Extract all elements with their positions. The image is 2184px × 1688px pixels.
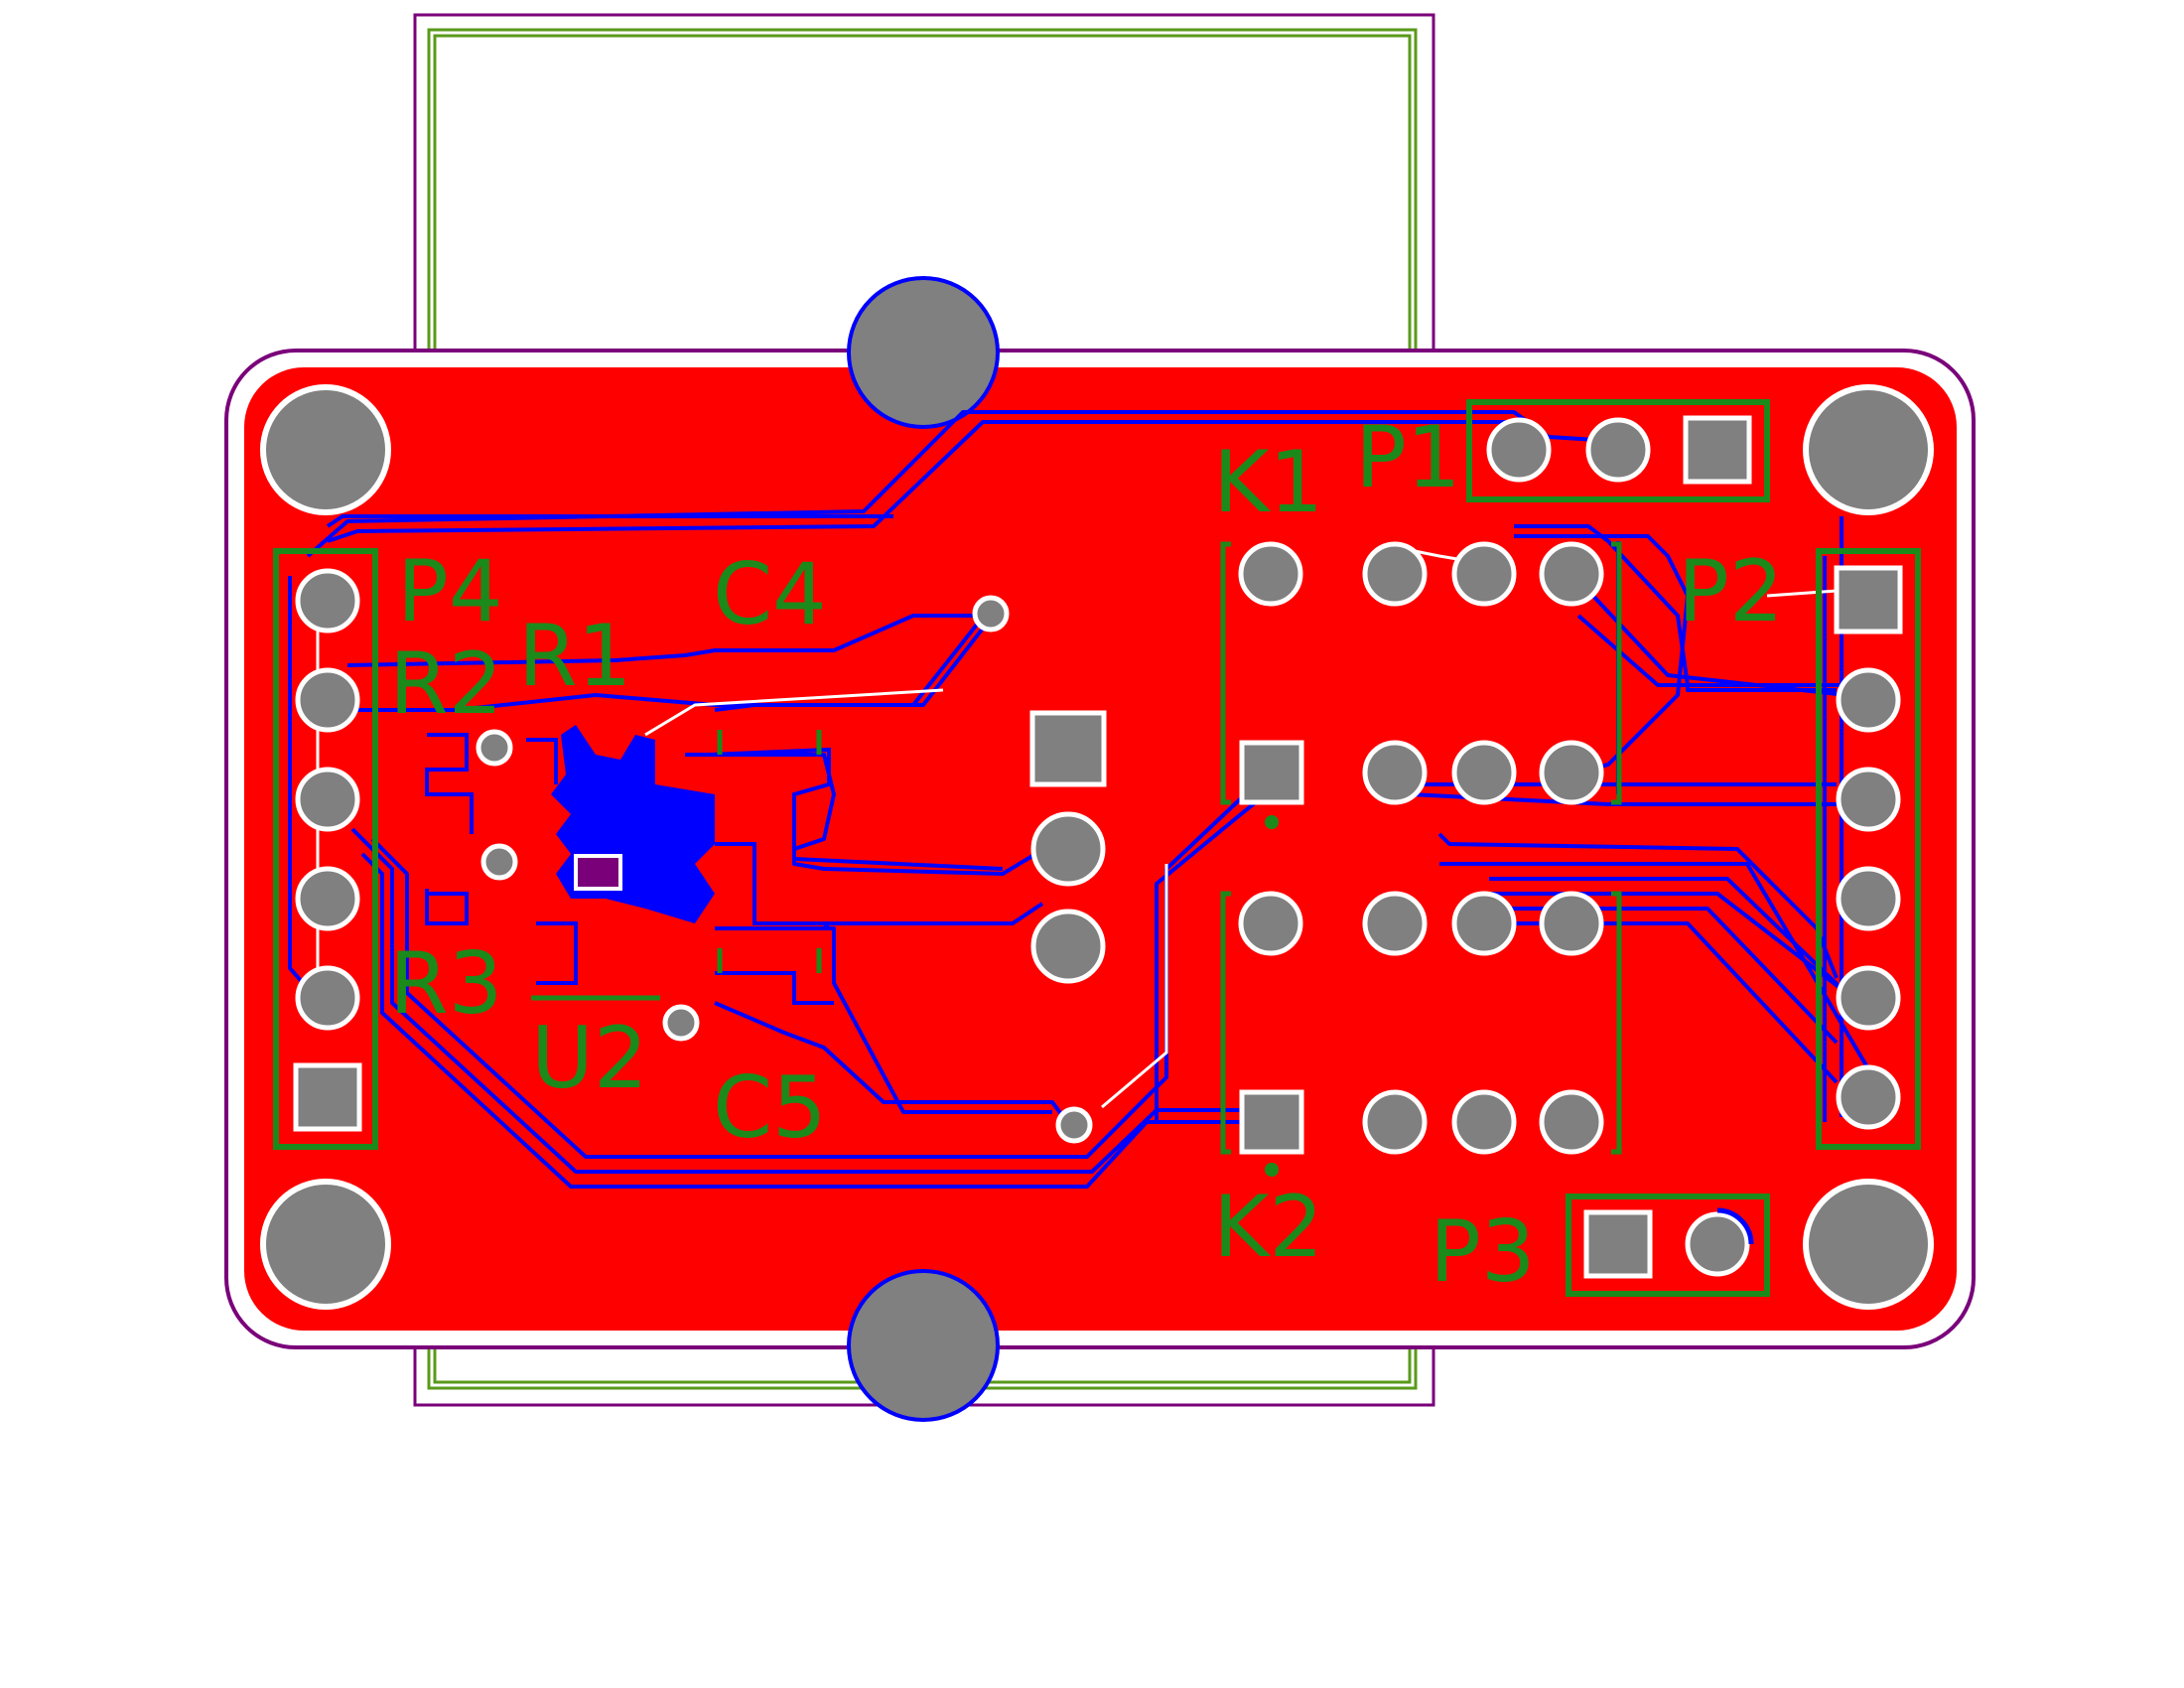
connector-p4	[273, 548, 378, 1150]
via	[1055, 1106, 1093, 1144]
k1-pad	[1539, 541, 1604, 607]
p2-pad	[1836, 767, 1901, 832]
label-p2: P2	[1678, 542, 1784, 641]
label-k1: K1	[1213, 433, 1323, 532]
relay-k2	[1220, 891, 1622, 1177]
p3-outline	[1566, 1194, 1770, 1297]
p3-pad-square	[1583, 1209, 1653, 1279]
p3-pad	[1685, 1211, 1750, 1277]
power-pad	[1030, 909, 1106, 984]
label-u2: U2	[531, 1009, 648, 1108]
relay-k1	[1220, 541, 1622, 829]
connector-p2	[1816, 548, 1921, 1150]
label-r2: R2	[389, 634, 502, 734]
connector-p1	[1466, 399, 1770, 502]
power-connector	[1029, 710, 1107, 984]
via	[480, 843, 518, 881]
k2-pad	[1539, 891, 1604, 956]
k2-pad	[1451, 1089, 1517, 1155]
p2-pad-square	[1834, 565, 1903, 634]
capacitor-marks	[531, 730, 822, 1001]
via	[662, 1004, 700, 1042]
u2-bottom-copper	[551, 725, 715, 923]
k1-pad-square	[1239, 740, 1304, 805]
k1-pad	[1451, 541, 1517, 607]
power-pad	[1030, 811, 1106, 887]
p4-pad	[295, 767, 360, 832]
power-pad-square	[1029, 710, 1107, 787]
label-c4: C4	[713, 545, 827, 644]
p2-pad	[1836, 866, 1901, 931]
p2-pad	[1836, 965, 1901, 1031]
k2-pad	[1362, 1089, 1428, 1155]
connector-p3	[1566, 1194, 1770, 1297]
label-p1: P1	[1355, 408, 1461, 507]
label-c5: C5	[713, 1058, 827, 1158]
p4-pad	[295, 568, 360, 633]
mounting-hole	[1803, 384, 1934, 515]
p4-pad-square	[293, 1062, 362, 1132]
regulator-outlines	[425, 733, 1004, 1005]
p2-pad	[1836, 1064, 1901, 1130]
mounting-hole	[260, 384, 391, 515]
k1-pad	[1451, 740, 1517, 805]
k1-pad	[1362, 541, 1428, 607]
p2-pad	[1836, 667, 1901, 733]
k1-pad	[1238, 541, 1303, 607]
mounting-hole	[1803, 1179, 1934, 1310]
k2-pad	[1451, 891, 1517, 956]
k2-outline	[1220, 891, 1231, 1155]
label-p3: P3	[1430, 1202, 1536, 1302]
p4-outline	[273, 548, 378, 1150]
label-p4: P4	[397, 542, 503, 641]
via	[476, 729, 513, 767]
label-r3: R3	[389, 934, 502, 1034]
p1-pad-square	[1683, 415, 1752, 485]
u2-center-marker	[574, 854, 622, 891]
mounting-hole	[260, 1179, 391, 1310]
label-r1: R1	[518, 607, 631, 706]
k1-outline	[1220, 541, 1231, 805]
p4-pad	[295, 866, 360, 931]
vias	[476, 595, 1093, 1144]
k2-pad	[1539, 1089, 1604, 1155]
k2-pad	[1238, 891, 1303, 956]
label-k2: K2	[1213, 1178, 1323, 1277]
p2-outline	[1816, 548, 1921, 1150]
p4-pad	[295, 667, 360, 733]
k2-pad	[1362, 891, 1428, 956]
k1-pad	[1539, 740, 1604, 805]
corner-mounting-holes	[260, 384, 1934, 1310]
p4-pad	[295, 965, 360, 1031]
k2-pin1-dot	[1265, 1163, 1279, 1177]
k2-pad-square	[1239, 1089, 1304, 1155]
p1-pad	[1585, 417, 1651, 483]
k1-pad	[1362, 740, 1428, 805]
reference-designators: P1 K1 P2 P4 C4 R1 R2 R3 U2 C5 K2 P3	[389, 408, 1784, 1302]
p1-outline	[1466, 399, 1770, 502]
p1-pad	[1486, 417, 1552, 483]
k1-pin1-dot	[1265, 815, 1279, 829]
via	[972, 595, 1010, 633]
mounting-cutouts	[847, 276, 1000, 1422]
